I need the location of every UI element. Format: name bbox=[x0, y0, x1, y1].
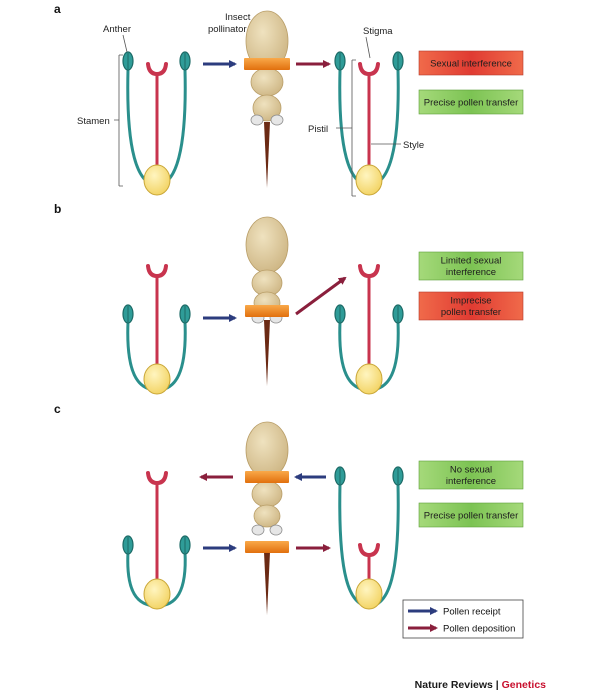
outcome-box-sexual-interference: Sexual interference bbox=[418, 50, 524, 76]
outcome-box-precise-pollen-transfer: Precise pollen transfer bbox=[418, 89, 524, 115]
outcome-box-precise-pollen-transfer: Precise pollen transfer bbox=[418, 502, 524, 528]
flower-c-left bbox=[122, 471, 191, 610]
insect-pollinator-a bbox=[244, 10, 290, 188]
legend-deposition-label: Pollen deposition bbox=[443, 624, 515, 635]
label-stigma: Stigma bbox=[363, 26, 393, 37]
insect-pollinator-b bbox=[245, 216, 289, 386]
box-text: No sexual bbox=[450, 465, 492, 476]
pollen-band bbox=[244, 58, 290, 70]
pollen-band bbox=[245, 305, 289, 317]
ovary bbox=[355, 363, 383, 395]
stigma bbox=[146, 264, 168, 279]
arrow-pollen-deposition bbox=[295, 276, 347, 316]
label-style: Style bbox=[403, 140, 424, 151]
box-text: pollen transfer bbox=[441, 307, 501, 318]
journal-section: Genetics bbox=[501, 679, 546, 691]
outcome-box-limited-sexual-interference: Limited sexual interference bbox=[418, 251, 524, 281]
flower-c-right bbox=[334, 466, 404, 610]
flower-b-right bbox=[334, 264, 404, 395]
ovary bbox=[143, 363, 171, 395]
panel-a: Anther Stamen Insect pollinator bbox=[77, 10, 524, 197]
stigma bbox=[358, 543, 380, 558]
ovary bbox=[355, 578, 383, 610]
flower-a-right bbox=[334, 51, 404, 196]
outcome-box-no-sexual-interference: No sexual interference bbox=[418, 460, 524, 490]
flower-a-left bbox=[122, 51, 191, 196]
label-insect-line2: pollinator bbox=[208, 24, 247, 35]
ovary bbox=[355, 164, 383, 196]
legend-receipt-label: Pollen receipt bbox=[443, 607, 501, 618]
stigma bbox=[358, 62, 380, 77]
box-text: Precise pollen transfer bbox=[424, 98, 519, 109]
panel-c: No sexual interference Precise pollen tr… bbox=[122, 421, 524, 615]
box-text: Precise pollen transfer bbox=[424, 511, 519, 522]
stigma bbox=[146, 62, 168, 77]
pollen-band bbox=[245, 541, 289, 553]
credit-separator: | bbox=[492, 679, 502, 691]
legend: Pollen receipt Pollen deposition bbox=[402, 599, 524, 639]
journal-name: Nature Reviews bbox=[414, 679, 493, 691]
box-text: interference bbox=[446, 267, 496, 278]
label-stamen: Stamen bbox=[77, 116, 110, 127]
label-anther: Anther bbox=[103, 24, 131, 35]
journal-credit: Nature Reviews | Genetics bbox=[415, 679, 546, 691]
stigma bbox=[146, 471, 168, 486]
box-text: Sexual interference bbox=[430, 59, 512, 70]
label-pistil: Pistil bbox=[308, 124, 328, 135]
stigma bbox=[358, 264, 380, 279]
box-text: Limited sexual bbox=[441, 256, 502, 267]
flower-b-left bbox=[122, 264, 191, 395]
pollen-band bbox=[245, 471, 289, 483]
panel-letter-c: c bbox=[54, 402, 61, 416]
panel-letter-a: a bbox=[54, 2, 61, 16]
ovary bbox=[143, 578, 171, 610]
label-insect-line1: Insect bbox=[225, 12, 251, 23]
box-text: interference bbox=[446, 476, 496, 487]
panel-letter-b: b bbox=[54, 202, 61, 216]
box-text: Imprecise bbox=[450, 296, 491, 307]
panel-b: Limited sexual interference Imprecise po… bbox=[122, 216, 524, 395]
insect-pollinator-c bbox=[245, 421, 289, 615]
outcome-box-imprecise-pollen-transfer: Imprecise pollen transfer bbox=[418, 291, 524, 321]
ovary bbox=[143, 164, 171, 196]
